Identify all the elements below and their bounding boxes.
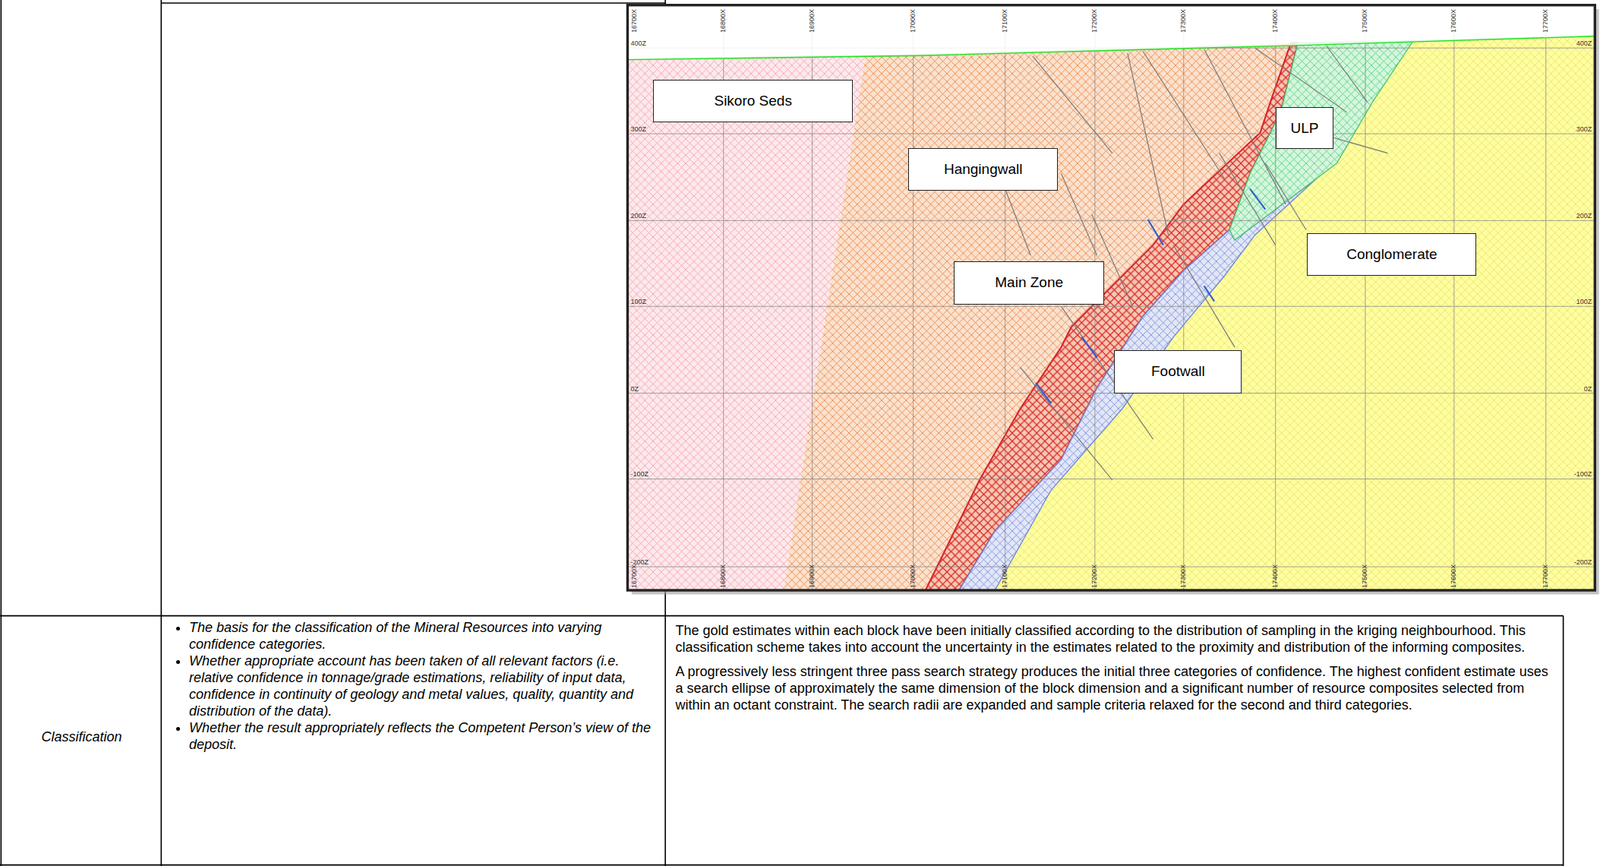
unit-name: Sikoro Seds <box>713 92 792 110</box>
easting-label: 17400X <box>1271 564 1279 588</box>
easting-label: 17600X <box>1450 564 1458 588</box>
sky <box>627 5 1595 60</box>
elevation-label: 100Z <box>630 298 647 306</box>
unit-label-box: Sikoro Seds <box>653 79 853 123</box>
unit-label-box: Hangingwall <box>908 148 1059 191</box>
unit-label-box: Footwall <box>1114 350 1242 393</box>
easting-label: 17000X <box>909 564 917 588</box>
easting-label: 17700X <box>1542 564 1550 588</box>
commentary-paragraph: A progressively less stringent three pas… <box>675 662 1560 714</box>
unit-label-box: Main Zone <box>953 261 1105 304</box>
easting-label: 17300X <box>1180 9 1187 33</box>
criteria-item: Whether appropriate account has been tak… <box>189 652 662 720</box>
easting-label: 16800X <box>719 564 727 588</box>
unit-label-box: Conglomerate <box>1306 233 1477 276</box>
unit-name: Footwall <box>1151 362 1206 380</box>
elevation-label: -200Z <box>1574 558 1593 566</box>
elevation-label: -100Z <box>1574 470 1593 478</box>
easting-label: 16700X <box>631 564 638 588</box>
easting-label: 17300X <box>1180 564 1187 588</box>
easting-label: 17500X <box>1361 564 1369 588</box>
easting-label: 16900X <box>808 564 816 588</box>
elevation-label: -100Z <box>630 470 649 478</box>
unit-name: ULP <box>1290 119 1320 137</box>
row-heading: Classification <box>41 728 122 745</box>
easting-label: 16700X <box>631 9 638 33</box>
easting-label: 17200X <box>1091 564 1099 588</box>
criteria-cell: The basis for the classification of the … <box>169 618 662 753</box>
elevation-label: 0Z <box>630 385 639 393</box>
easting-label: 16800X <box>719 9 727 33</box>
elevation-label: 300Z <box>1576 126 1593 133</box>
easting-label: 17700X <box>1542 9 1550 33</box>
easting-label: 16900X <box>808 9 816 33</box>
commentary-paragraph: The gold estimates within each block hav… <box>675 621 1560 656</box>
section-background <box>627 5 1595 591</box>
elevation-label: 200Z <box>1576 212 1593 220</box>
easting-label: 17200X <box>1091 9 1099 33</box>
coordinate-grid <box>627 5 1595 591</box>
unit-name: Hangingwall <box>943 160 1023 178</box>
elevation-label: 0Z <box>1584 385 1593 393</box>
elevation-label: 400Z <box>630 40 647 48</box>
unit-name: Conglomerate <box>1346 246 1437 263</box>
easting-label: 17100X <box>1001 9 1009 33</box>
criteria-list: The basis for the classification of the … <box>169 618 662 753</box>
geology-units <box>627 35 1595 591</box>
section-frame <box>627 5 1595 591</box>
elevation-label: 300Z <box>630 126 647 133</box>
elevation-label: 200Z <box>630 212 647 220</box>
unit-label-box: ULP <box>1275 107 1335 149</box>
easting-label: 17600X <box>1450 9 1458 33</box>
easting-label: 17500X <box>1361 9 1369 33</box>
elevation-label: 400Z <box>1576 40 1593 48</box>
criteria-item: Whether the result appropriately reflect… <box>189 719 662 753</box>
easting-label: 17400X <box>1271 9 1279 33</box>
commentary-cell: The gold estimates within each block hav… <box>675 621 1560 721</box>
easting-label: 17100X <box>1001 564 1009 588</box>
elevation-label: 100Z <box>1576 298 1593 306</box>
unit-name: Main Zone <box>994 274 1064 291</box>
easting-label: 17000X <box>909 9 917 33</box>
criteria-item: The basis for the classification of the … <box>189 618 662 653</box>
